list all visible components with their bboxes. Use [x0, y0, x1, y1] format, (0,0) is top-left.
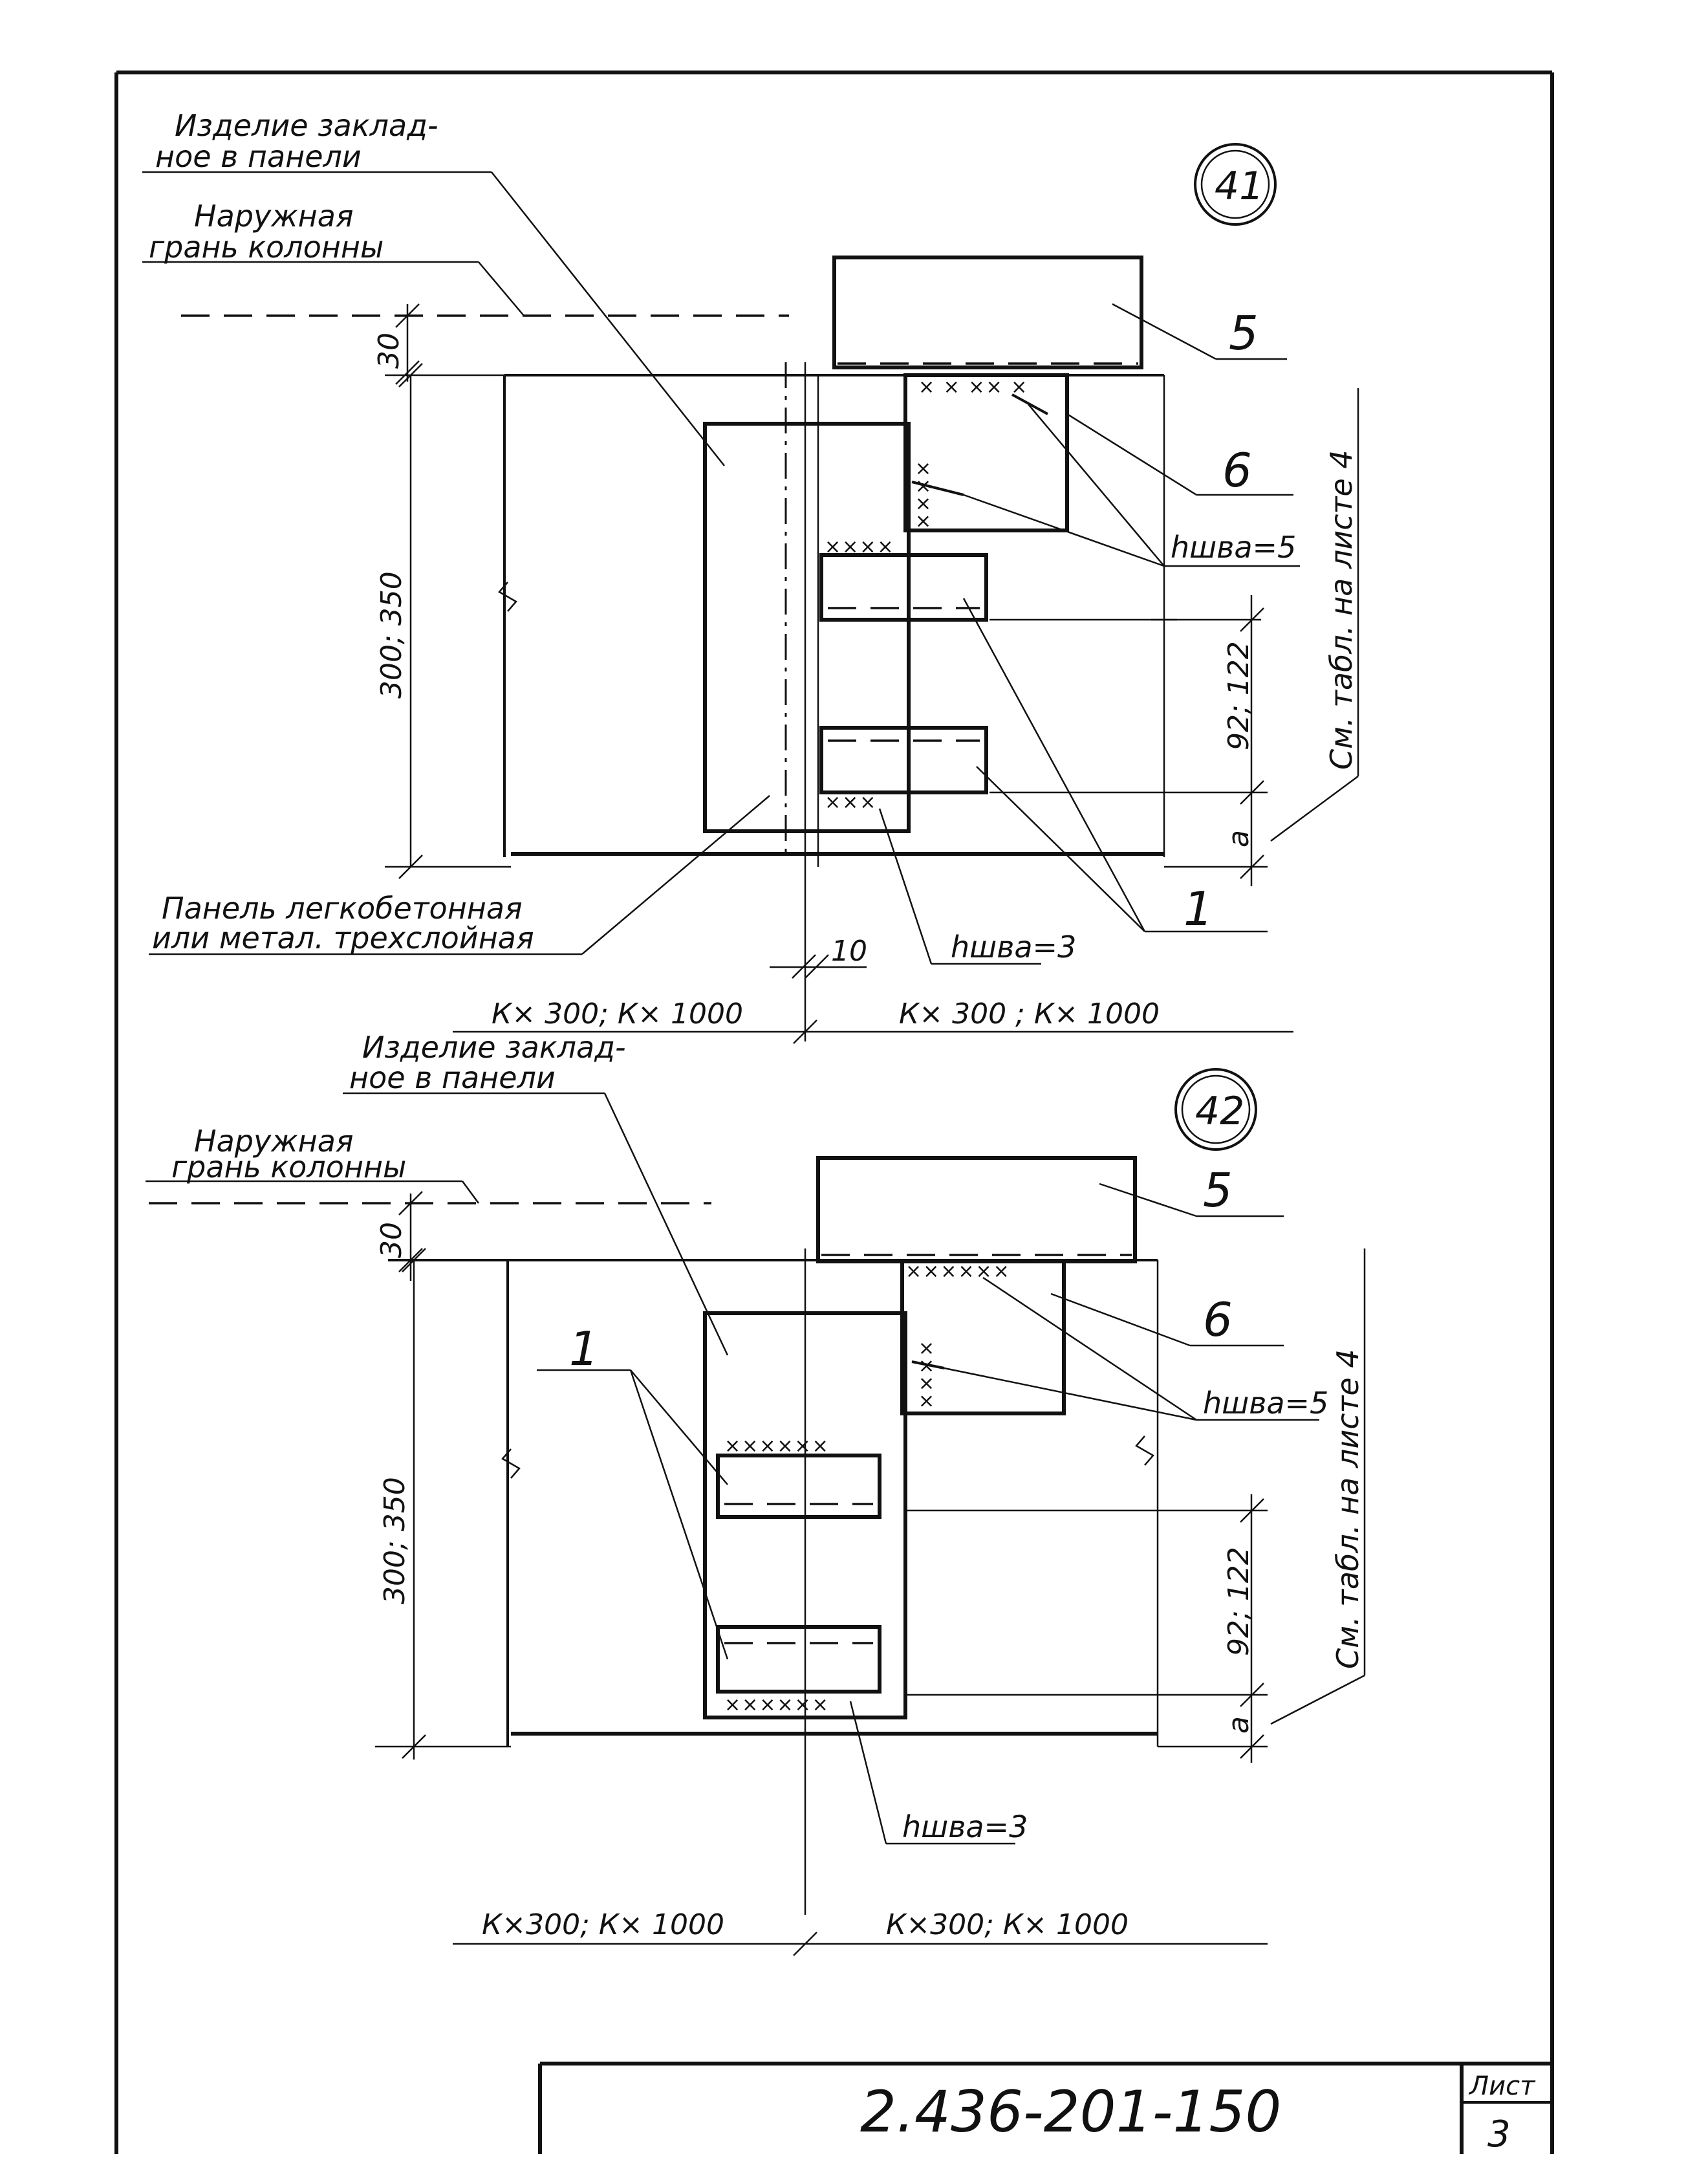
weld-marks-6-side: ××××: [912, 461, 935, 531]
dim-bottom-right: К× 300 ; К× 1000: [899, 997, 1160, 1030]
weld-marks-1-upper: ××××: [825, 536, 895, 558]
weld-marks-42-1-lower: ××××××: [724, 1694, 830, 1716]
detail-42: 42 Изделие заклад- ное в панели Наружная…: [146, 1030, 1366, 1956]
dim-10: 10: [831, 935, 867, 968]
detail-marker-42-text: 42: [1195, 1089, 1244, 1134]
weld-marks-1-lower: ×××: [825, 791, 877, 814]
position-1-42: 1: [569, 1322, 599, 1376]
sheet-label: Лист: [1468, 2071, 1536, 2101]
panel-label-line1: Панель легкобетонная: [162, 891, 523, 926]
sheet-frame: [114, 71, 1554, 2154]
see-table-note-42: См. табл. на листе 4: [1330, 1349, 1365, 1669]
detail-marker-41-text: 41: [1215, 164, 1264, 209]
weld-marks-42-6-top: ××××××: [905, 1260, 1011, 1283]
see-table-note: См. табл. на листе 4: [1324, 450, 1359, 770]
dim-92: 92; 122: [1222, 641, 1255, 750]
weld-marks-42-1-upper: ××××××: [724, 1435, 830, 1457]
position-6: 6: [1222, 443, 1252, 497]
panel-label-line2: или метал. трехслойная: [152, 921, 534, 955]
position-6-42: 6: [1203, 1292, 1233, 1347]
position-5-42: 5: [1203, 1163, 1233, 1217]
document-code: 2.436-201-150: [860, 2078, 1281, 2145]
weld-marks-6-top: × × ×× ×: [918, 376, 1028, 398]
embedded-item-label-42-line2: ное в панели: [349, 1060, 556, 1095]
dim-bottom-right-42: К×300; К× 1000: [886, 1908, 1129, 1941]
column-face-label-line2: грань колонны: [149, 230, 384, 265]
dim-30-42: 30: [375, 1222, 408, 1258]
dim-a-42: a: [1222, 1716, 1255, 1734]
weld-marks-42-6-side: ××××: [915, 1340, 938, 1411]
column-face-label-line1: Наружная: [194, 199, 354, 234]
position-1: 1: [1184, 882, 1213, 936]
weld-size-3: hшва=3: [951, 930, 1076, 965]
sheet-number: 3: [1487, 2113, 1511, 2155]
weld-size-5: hшва=5: [1171, 530, 1296, 565]
dim-bottom-left: К× 300; К× 1000: [492, 997, 743, 1030]
embedded-item-label-line2: ное в панели: [155, 139, 362, 174]
detail-marker-42: 42: [1174, 1068, 1257, 1151]
dim-bottom-left-42: К×300; К× 1000: [482, 1908, 724, 1941]
column-face-label-42-line2: грань колонны: [171, 1150, 406, 1184]
weld-size-3-42: hшва=3: [902, 1809, 1028, 1844]
title-block: 2.436-201-150 Лист 3: [538, 2062, 1552, 2155]
dim-92-42: 92; 122: [1222, 1547, 1255, 1656]
embedded-item-label-42-line1: Изделие заклад-: [362, 1030, 626, 1065]
detail-41: 41 Изделие заклад- ное в панели Наружная…: [142, 108, 1359, 1044]
embedded-item-label-line1: Изделие заклад-: [175, 108, 438, 143]
dim-30: 30: [373, 332, 405, 369]
dim-height: 300; 350: [375, 571, 408, 699]
dim-a: a: [1222, 830, 1255, 847]
detail-marker-41: 41: [1194, 143, 1277, 226]
weld-size-5-42: hшва=5: [1203, 1386, 1328, 1421]
dim-height-42: 300; 350: [378, 1477, 411, 1604]
column-face-label-42-line1: Наружная: [194, 1124, 354, 1159]
position-5: 5: [1229, 306, 1259, 360]
